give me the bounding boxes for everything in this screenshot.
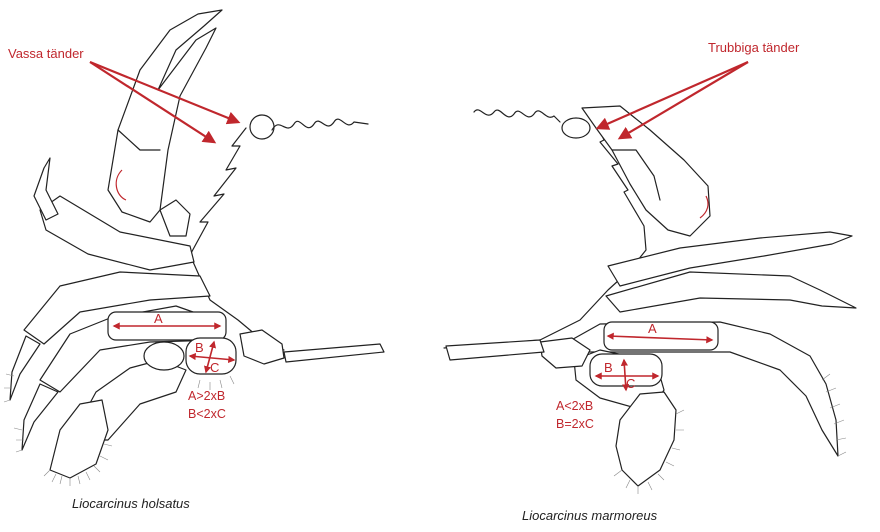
left-front-margin bbox=[271, 118, 369, 131]
right-leg-1 bbox=[607, 231, 853, 287]
right-paddle bbox=[615, 391, 677, 487]
right-leg-3 bbox=[549, 321, 839, 457]
right-crab-drawing bbox=[443, 105, 857, 494]
right-formula-1: A<2xB bbox=[556, 399, 593, 413]
right-eye bbox=[561, 117, 591, 139]
left-antenna-rod bbox=[283, 343, 385, 363]
right-sternum bbox=[539, 337, 591, 369]
right-carapace-edge bbox=[443, 121, 647, 349]
left-sternum bbox=[239, 329, 285, 365]
left-label-b: B bbox=[195, 340, 204, 355]
left-species-name: Liocarcinus holsatus bbox=[72, 496, 190, 511]
left-formula-2: B<2xC bbox=[188, 407, 226, 421]
right-label-c: C bbox=[626, 376, 635, 391]
right-species-name: Liocarcinus marmoreus bbox=[522, 508, 658, 523]
left-label-a: A bbox=[154, 311, 163, 326]
right-annotations bbox=[594, 60, 749, 392]
left-eye bbox=[249, 114, 275, 140]
left-paddle bbox=[49, 399, 109, 479]
left-leg-2 bbox=[23, 271, 211, 345]
left-crab-drawing bbox=[3, 9, 385, 486]
left-dactyl-2 bbox=[9, 335, 41, 401]
left-annotations bbox=[89, 60, 241, 374]
left-carapace-edge bbox=[189, 127, 285, 351]
right-antenna-rod bbox=[445, 339, 545, 361]
left-claw bbox=[107, 9, 223, 223]
left-dactyl-3 bbox=[21, 383, 59, 451]
right-front-margin bbox=[473, 109, 561, 123]
right-callout: Trubbiga tänder bbox=[708, 40, 800, 55]
left-dactyl-1 bbox=[33, 157, 59, 221]
left-formula-1: A>2xB bbox=[188, 389, 225, 403]
right-label-a: A bbox=[648, 321, 657, 336]
left-callout: Vassa tänder bbox=[8, 46, 84, 61]
left-leg-1 bbox=[39, 195, 195, 271]
left-label-c: C bbox=[210, 360, 219, 375]
right-label-b: B bbox=[604, 360, 613, 375]
right-leg-2 bbox=[605, 271, 857, 313]
right-formula-2: B=2xC bbox=[556, 417, 594, 431]
